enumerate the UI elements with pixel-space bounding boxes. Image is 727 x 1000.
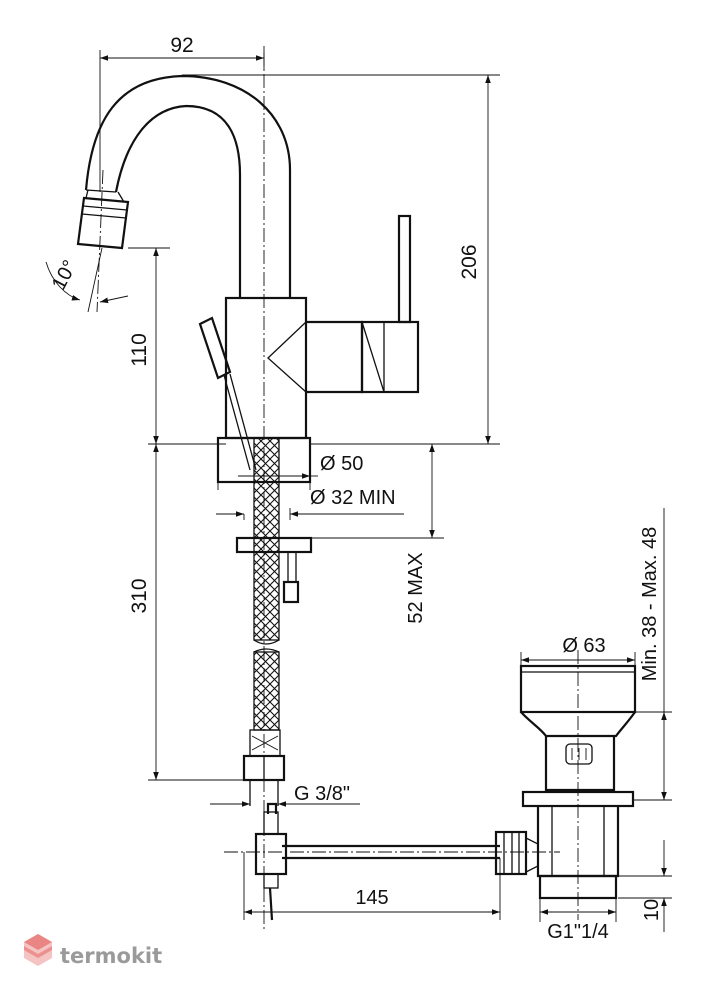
dim-spray-angle: 10° (48, 257, 82, 294)
dim-spout-reach: 92 (170, 34, 193, 57)
dim-drain-adjust: Min. 38 - Max. 48 (639, 527, 661, 682)
dim-spout-height: 110 (128, 333, 151, 366)
dim-drain-bottom: 10 (641, 899, 663, 921)
dim-rod-length: 145 (355, 887, 388, 909)
dim-hole-diameter: Ø 32 MIN (310, 487, 396, 509)
dim-base-diameter: Ø 50 (320, 453, 363, 475)
dim-inlet-thread: G 3/8" (294, 783, 350, 805)
faucet-body (76, 74, 420, 484)
center-lines (96, 52, 579, 930)
dimension-lines (45, 46, 672, 932)
dim-drain-diameter: Ø 63 (562, 635, 605, 657)
dim-hose-length: 310 (128, 578, 151, 613)
dim-deck-thickness: 52 MAX (405, 552, 427, 623)
dim-drain-thread: G1"1/4 (547, 921, 609, 943)
watermark: termokit (24, 934, 162, 968)
watermark-brand: termokit (60, 944, 162, 968)
supply-hose (235, 437, 313, 806)
dim-total-height: 206 (458, 244, 481, 279)
termokit-logo-icon (24, 934, 52, 966)
